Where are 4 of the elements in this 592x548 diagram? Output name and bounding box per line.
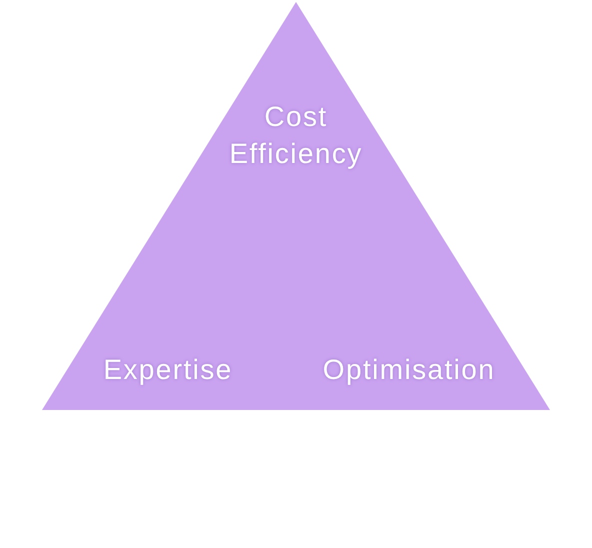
triangle-shape [42,2,550,410]
triangle-label: Cost Efficiency [228,100,364,171]
triangle-label: Expertise [103,353,233,387]
triangle-label: Optimisation [322,353,496,387]
